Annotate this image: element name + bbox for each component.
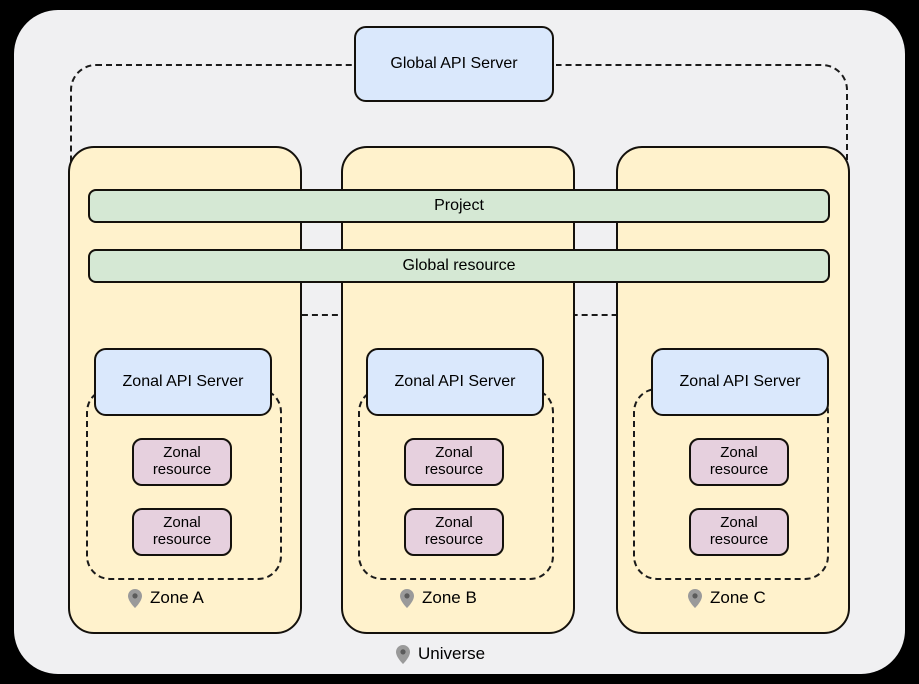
universe-label: Universe — [396, 644, 485, 664]
zone-label-a: Zone A — [128, 588, 204, 608]
zonal-resource-line2: resource — [152, 531, 212, 548]
global-bar-global-resource: Global resource — [88, 249, 830, 283]
zonal-resource-line2: resource — [424, 461, 484, 478]
zonal-resource-box-b1: Zonal resource — [404, 438, 504, 486]
zonal-resource-line1: Zonal — [435, 444, 473, 462]
zone-label-text-b: Zone B — [422, 588, 477, 607]
zonal-resource-line2: resource — [709, 461, 769, 478]
zone-label-text-c: Zone C — [710, 588, 766, 607]
zone-label-text-a: Zone A — [150, 588, 204, 607]
zonal-resource-line1: Zonal — [720, 444, 758, 462]
zonal-api-server-label-c: Zonal API Server — [679, 373, 801, 390]
zonal-resource-line1: Zonal — [163, 444, 201, 462]
zonal-api-server-label-b: Zonal API Server — [394, 373, 516, 390]
zonal-api-server-box-b: Zonal API Server — [366, 348, 544, 416]
zone-label-b: Zone B — [400, 588, 477, 608]
zonal-api-server-box-c: Zonal API Server — [651, 348, 829, 416]
global-bar-project-label: Project — [434, 197, 484, 214]
global-api-server-label: Global API Server — [390, 55, 518, 72]
universe-label-text: Universe — [418, 644, 486, 663]
zonal-resource-line2: resource — [152, 461, 212, 478]
zone-label-c: Zone C — [688, 588, 766, 608]
zonal-api-server-label-a: Zonal API Server — [122, 373, 244, 390]
map-pin-icon — [688, 588, 702, 608]
zonal-api-server-box-a: Zonal API Server — [94, 348, 272, 416]
zonal-resource-box-a2: Zonal resource — [132, 508, 232, 556]
map-pin-icon — [128, 588, 142, 608]
zonal-resource-box-c1: Zonal resource — [689, 438, 789, 486]
zonal-resource-line2: resource — [709, 531, 769, 548]
zonal-resource-line2: resource — [424, 531, 484, 548]
zonal-resource-box-b2: Zonal resource — [404, 508, 504, 556]
global-api-server-box: Global API Server — [354, 26, 554, 102]
map-pin-icon — [400, 588, 414, 608]
global-bar-project: Project — [88, 189, 830, 223]
zonal-resource-box-a1: Zonal resource — [132, 438, 232, 486]
map-pin-icon — [396, 644, 410, 664]
zonal-resource-box-c2: Zonal resource — [689, 508, 789, 556]
global-bar-global-resource-label: Global resource — [402, 257, 516, 274]
zonal-resource-line1: Zonal — [163, 514, 201, 532]
zonal-resource-line1: Zonal — [720, 514, 758, 532]
zonal-resource-line1: Zonal — [435, 514, 473, 532]
